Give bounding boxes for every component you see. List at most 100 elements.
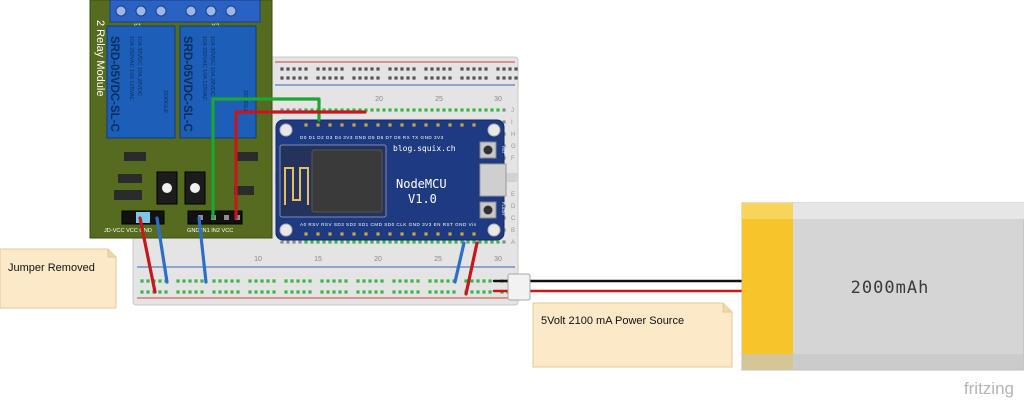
- breadboard-hole: [460, 76, 464, 80]
- breadboard-hole: [410, 290, 414, 294]
- breadboard-hole: [448, 76, 452, 80]
- breadboard-hole: [460, 240, 464, 244]
- breadboard-hole: [370, 67, 374, 71]
- breadboard-hole: [484, 76, 488, 80]
- breadboard-hole: [400, 108, 404, 112]
- breadboard-hole: [428, 290, 432, 294]
- breadboard-hole: [176, 290, 180, 294]
- breadboard-hole: [452, 290, 456, 294]
- breadboard-hole: [286, 240, 290, 244]
- breadboard-hole: [470, 290, 474, 294]
- nodemcu-bottom-pin-row: [304, 232, 476, 236]
- breadboard-hole: [224, 279, 228, 283]
- row-letter: G: [511, 144, 516, 150]
- relay-module: K1 K2 2 Relay Module SRD-05VDC-SL-C 10A …: [89, 0, 273, 239]
- breadboard-hole: [454, 108, 458, 112]
- breadboard-hole: [406, 67, 410, 71]
- breadboard-hole: [416, 290, 420, 294]
- nodemcu-pin: [412, 232, 416, 236]
- breadboard-hole: [340, 108, 344, 112]
- breadboard-hole: [290, 290, 294, 294]
- breadboard-hole: [368, 290, 372, 294]
- battery-capacity-label: 2000mAh: [851, 278, 930, 298]
- note-jumper-paper: [0, 248, 117, 309]
- breadboard-hole: [502, 120, 506, 124]
- breadboard-hole: [340, 76, 344, 80]
- breadboard-hole: [466, 67, 470, 71]
- breadboard-hole: [448, 108, 452, 112]
- breadboard-hole: [472, 67, 476, 71]
- breadboard-hole: [380, 279, 384, 283]
- breadboard-hole: [430, 76, 434, 80]
- relay-2-spec: 10A 30VDC 10A 28VDC: [209, 36, 215, 96]
- breadboard-hole: [424, 240, 428, 244]
- battery-bottom-shade: [742, 354, 1024, 370]
- breadboard-hole: [376, 76, 380, 80]
- screw-terminal-screws: [115, 5, 237, 17]
- nodemcu-pin: [352, 123, 356, 127]
- column-number: 20: [375, 96, 383, 103]
- breadboard-hole: [140, 290, 144, 294]
- breadboard-hole: [340, 240, 344, 244]
- breadboard-hole: [358, 67, 362, 71]
- breadboard-hole: [298, 76, 302, 80]
- breadboard-hole: [182, 290, 186, 294]
- breadboard-hole: [200, 279, 204, 283]
- nodemcu-pin: [304, 123, 308, 127]
- breadboard-hole: [434, 279, 438, 283]
- mounting-hole: [487, 223, 501, 237]
- breadboard-hole: [212, 290, 216, 294]
- breadboard-hole: [376, 240, 380, 244]
- nodemcu-pin: [436, 123, 440, 127]
- nodemcu-top-pin-labels: D0 D1 D2 D3 D4 3V3 GND D5 D6 D7 D8 RX TX…: [300, 135, 444, 140]
- breadboard-hole: [424, 108, 428, 112]
- row-letter: F: [511, 156, 515, 162]
- breadboard-hole: [302, 279, 306, 283]
- row-letter: B: [511, 228, 515, 234]
- breadboard-hole: [374, 279, 378, 283]
- jst-connector: [507, 273, 531, 301]
- breadboard-hole: [304, 76, 308, 80]
- breadboard-hole: [286, 76, 290, 80]
- breadboard-hole: [218, 290, 222, 294]
- nodemcu-pin: [328, 232, 332, 236]
- breadboard-hole: [430, 67, 434, 71]
- note-fold: [722, 303, 732, 313]
- nodemcu-pin: [376, 232, 380, 236]
- breadboard-hole: [382, 108, 386, 112]
- breadboard-hole: [146, 290, 150, 294]
- breadboard-hole: [400, 240, 404, 244]
- breadboard-hole: [508, 67, 512, 71]
- mounting-hole: [279, 123, 293, 137]
- breadboard-hole: [482, 290, 486, 294]
- breadboard-hole: [194, 290, 198, 294]
- nodemcu-pin: [400, 232, 404, 236]
- optocoupler-2-window: [190, 183, 200, 193]
- breadboard-hole: [344, 290, 348, 294]
- nodemcu-pin: [472, 232, 476, 236]
- column-number: 15: [314, 256, 322, 263]
- breadboard-hole: [466, 76, 470, 80]
- nodemcu-pin: [328, 123, 332, 127]
- breadboard-hole: [326, 279, 330, 283]
- breadboard-hole: [370, 108, 374, 112]
- breadboard-hole: [364, 240, 368, 244]
- breadboard-hole: [382, 240, 386, 244]
- breadboard-hole: [412, 108, 416, 112]
- breadboard-hole: [442, 240, 446, 244]
- breadboard-hole: [266, 290, 270, 294]
- nodemcu-pin: [376, 123, 380, 127]
- breadboard-hole: [280, 108, 284, 112]
- breadboard-hole: [442, 67, 446, 71]
- breadboard-hole: [394, 76, 398, 80]
- breadboard-hole: [484, 240, 488, 244]
- nodemcu-pin: [412, 123, 416, 127]
- breadboard-hole: [248, 279, 252, 283]
- nodemcu-pin: [388, 232, 392, 236]
- breadboard-hole: [352, 108, 356, 112]
- breadboard-hole: [212, 279, 216, 283]
- column-number: 10: [254, 256, 262, 263]
- breadboard-hole: [436, 240, 440, 244]
- bottom-rail-holes: [140, 279, 510, 294]
